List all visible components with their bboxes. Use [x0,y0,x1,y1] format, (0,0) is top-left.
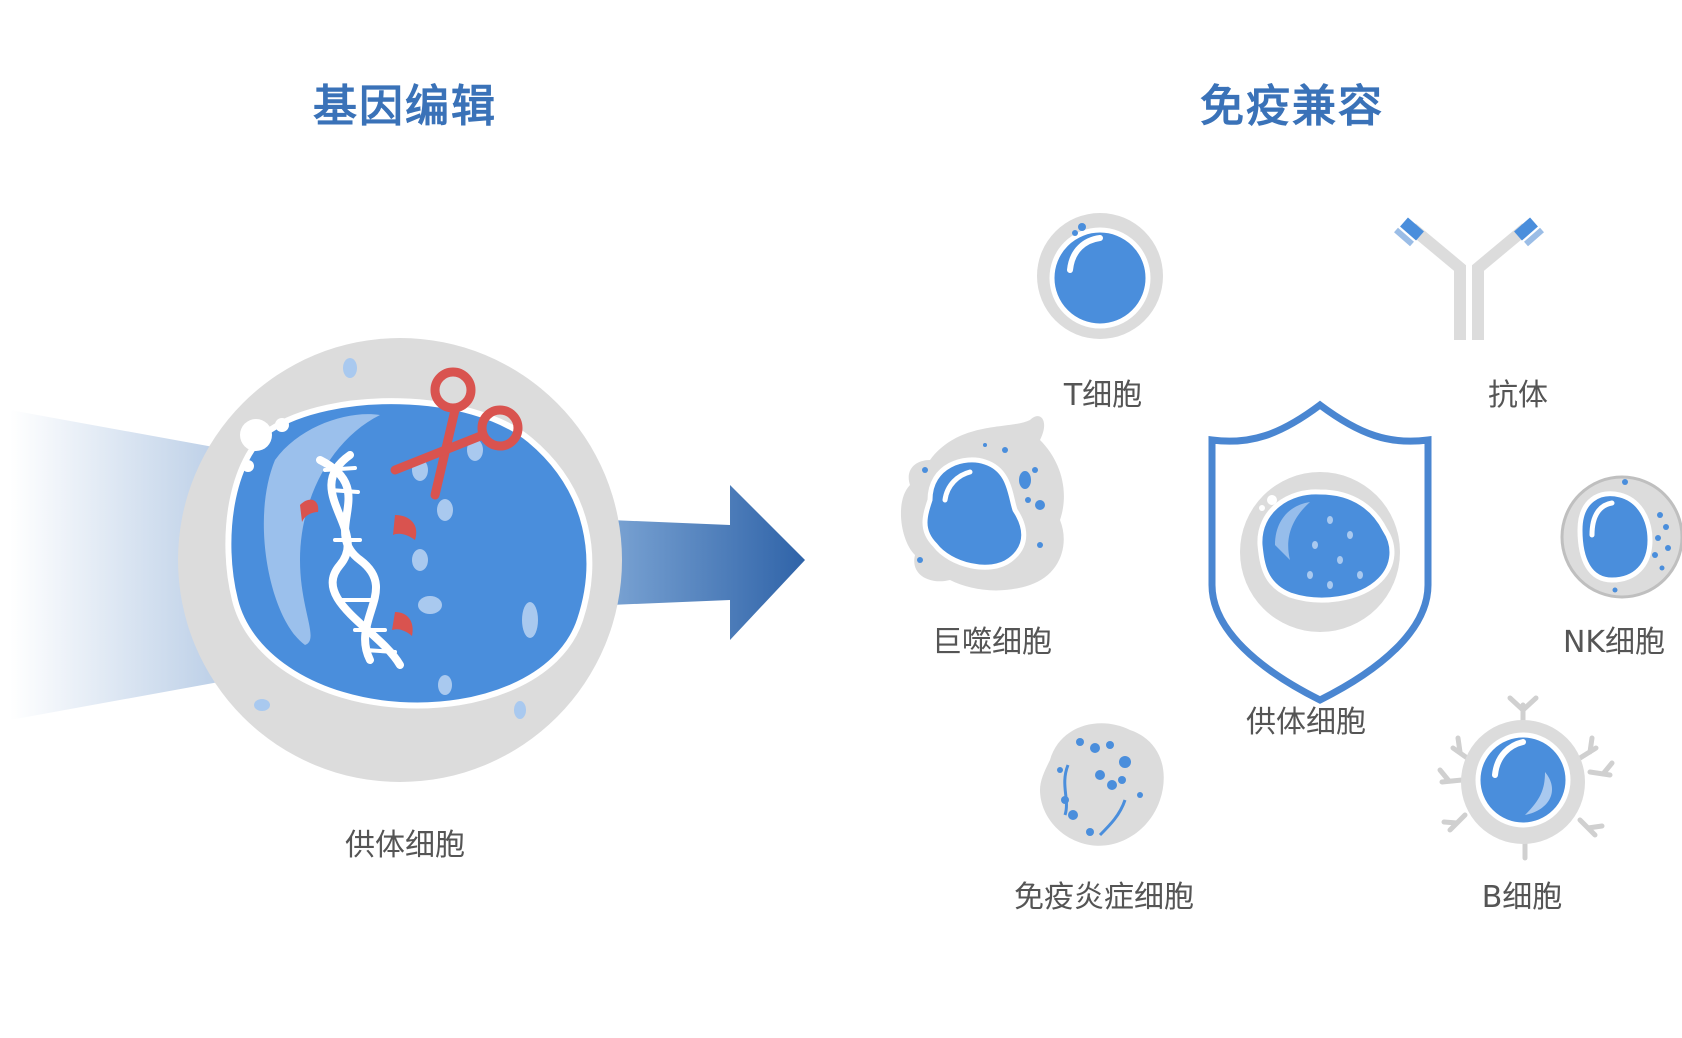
label-donor-cell-left: 供体细胞 [345,828,465,863]
light-beam [10,410,230,720]
scissors-icon [390,367,523,500]
b-cell-icon [1437,695,1615,861]
nk-cell-icon [1560,475,1682,599]
label-donor-cell-center: 供体细胞 [1246,705,1366,740]
title-gene-editing: 基因编辑 [313,81,497,132]
label-antibody: 抗体 [1488,378,1548,413]
shield-icon [1208,400,1432,704]
immune-inflammatory-cell-icon [1040,723,1164,846]
macrophage-icon [900,416,1064,591]
label-macrophage: 巨噬细胞 [932,625,1052,660]
donor-cell-edit-illustration [178,338,622,782]
dna-icon [316,451,404,669]
label-nk-cell: NK细胞 [1562,625,1666,660]
label-b-cell: B细胞 [1481,880,1563,915]
title-immune-compatibility: 免疫兼容 [1200,81,1384,132]
arrow-right-icon [610,485,805,640]
antibody-icon [1394,217,1544,340]
label-immune-inflammatory-cell: 免疫炎症细胞 [1014,880,1194,915]
label-t-cell: T细胞 [1063,378,1143,413]
t-cell-icon [1037,213,1163,339]
